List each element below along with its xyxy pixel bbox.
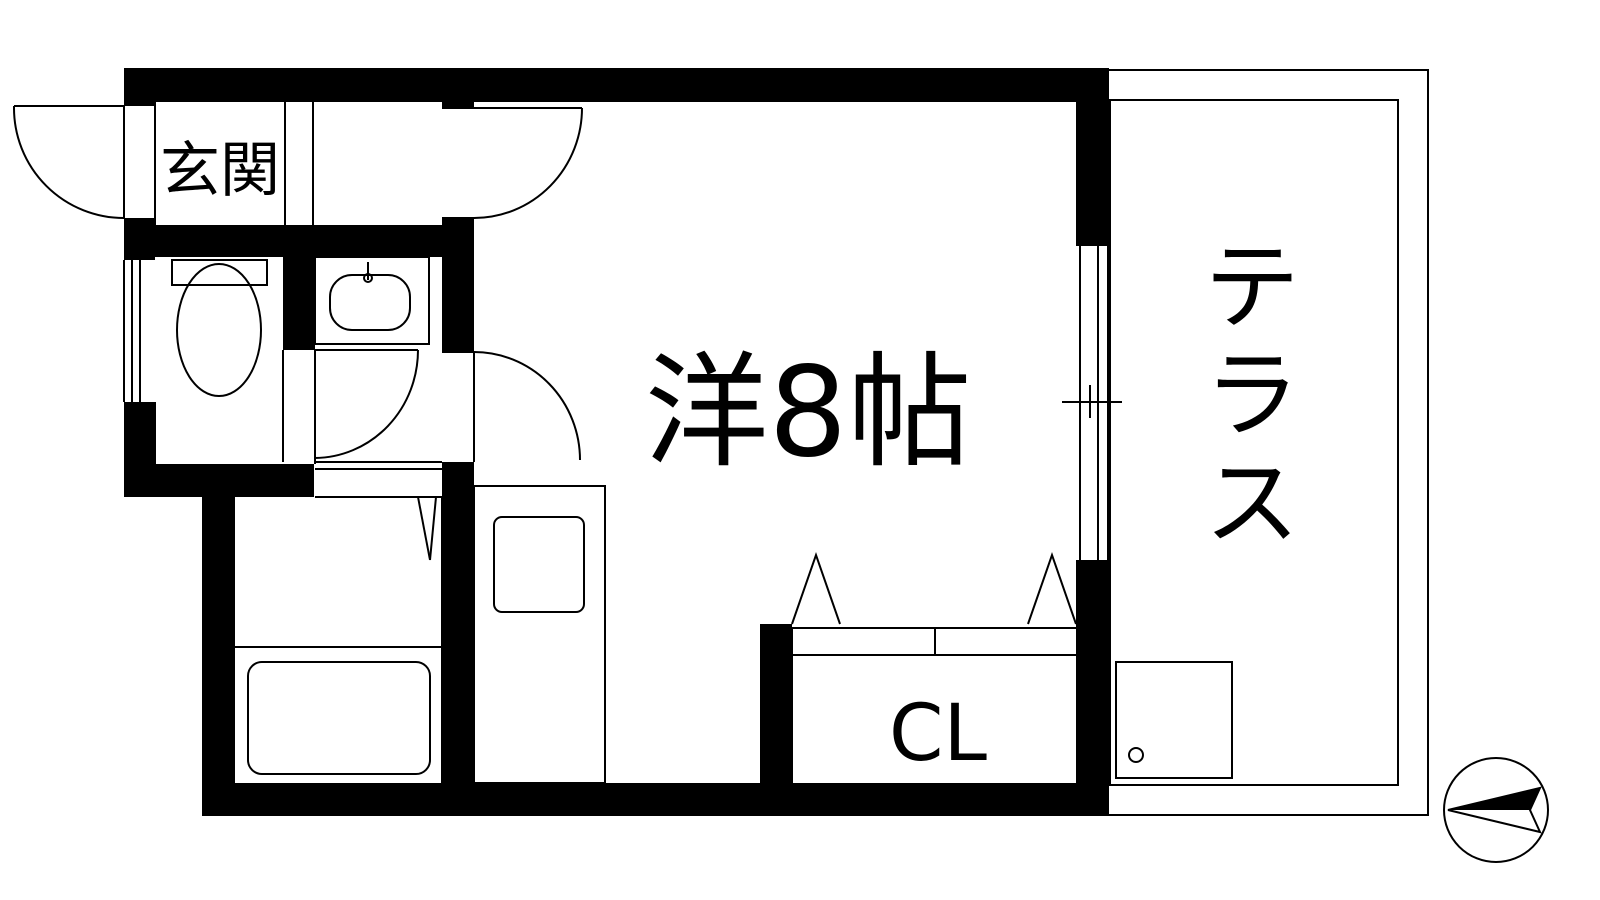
terrace-label: テラス bbox=[1204, 233, 1299, 559]
wall-closet-left bbox=[760, 624, 792, 784]
window bbox=[1062, 246, 1122, 560]
entrance-details bbox=[154, 102, 474, 225]
door-swing-icon bbox=[473, 351, 581, 462]
toilet-icon bbox=[123, 259, 268, 464]
wall-toilet-bottom bbox=[124, 464, 314, 497]
wall-toilet-wash bbox=[283, 225, 315, 350]
entrance-label: 玄関 bbox=[160, 136, 280, 206]
western-room-label: 洋8帖 bbox=[645, 341, 972, 485]
wall-bath-left bbox=[202, 497, 235, 816]
wall-left-top bbox=[124, 68, 155, 106]
wash-basin-icon bbox=[314, 256, 430, 345]
bathtub-icon bbox=[235, 496, 443, 783]
walls bbox=[124, 68, 1109, 816]
north-arrow-icon bbox=[1443, 757, 1549, 863]
wall-right-lower bbox=[1076, 560, 1109, 815]
closet-outline bbox=[791, 551, 1077, 783]
ac-unit-icon bbox=[1115, 661, 1233, 779]
wall-top bbox=[124, 68, 1109, 102]
sink-icon bbox=[473, 485, 606, 784]
wall-utility-right-low bbox=[442, 462, 474, 812]
door-swing-icon bbox=[13, 105, 125, 219]
wall-utility-right-mid bbox=[442, 218, 474, 353]
closet-label: CL bbox=[889, 689, 987, 779]
wall-right-upper bbox=[1076, 68, 1109, 246]
wall-bottom bbox=[202, 783, 1109, 816]
door-swing-icon bbox=[473, 107, 583, 219]
wall-utility-right-top bbox=[442, 68, 474, 108]
door-swing-icon bbox=[282, 349, 442, 470]
